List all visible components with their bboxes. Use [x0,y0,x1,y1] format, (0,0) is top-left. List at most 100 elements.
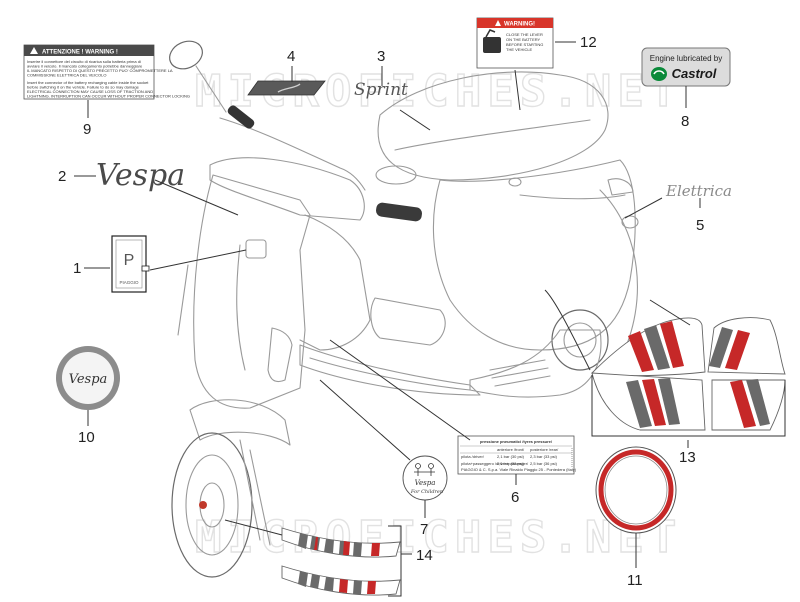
rear-indicator [621,215,639,229]
part-2-vespa-script: Vespa [96,158,185,193]
part-9-warning-icon [30,47,38,54]
callout-numbers: 1 2 3 4 5 6 7 8 9 10 11 12 13 14 [58,34,704,589]
part-9-line-8: ELECTRICAL CONNECTION MAY CAUSE LOSS OF … [27,89,153,94]
watermark-bottom: MICROFICHES.NET [195,512,682,563]
callout-10: 10 [78,429,95,446]
part-6-row2-label: pilota+passeggero /driver+passenger/ [461,461,529,466]
part-9-line-9: LIGHTNING. INTERRUPTION CAN OCCUR WITHOU… [27,94,190,99]
callout-12: 12 [580,34,597,51]
rear-light [607,178,634,196]
part-13-stripe-red-5 [730,380,756,428]
callout-6: 6 [511,489,519,506]
part-13-stripe-red-3 [725,330,750,370]
callout-8: 8 [681,113,689,130]
part-9-warning-label: ATTENZIONE ! WARNING ! Inserire il conne… [23,44,190,100]
part-14-floor-stripes [281,525,402,597]
leader-2 [74,175,239,216]
part-7-line-2: For Children [410,489,443,495]
part-12-battery-icon [483,37,501,53]
part-1-inner-frame [115,239,143,289]
part-9-line-1: Inserire il connettore del circuito di r… [27,59,141,64]
part-7-children-figures-icon [414,469,435,476]
front-indicator [267,327,293,383]
part-1-letter: P [124,252,135,269]
part-8-castrol-logo-icon [651,67,667,81]
part-12-header-band [477,18,553,28]
part-8-top-text: Engine lubricated by [650,54,723,63]
rear-hub-inner [563,322,597,358]
part-9-line-4: COMMISSIONE ELETTRICA DEL VEICOLO [27,73,106,78]
part-12-line-2: ON THE BATTERY [506,37,541,42]
scooter-outline [169,40,639,578]
callout-13: 13 [679,449,696,466]
part-6-tyre-pressure-label: pressione pneumatici /tyres pressure/ an… [457,435,577,475]
part-4-badge-shape [247,80,326,96]
part-12-header: WARNING! [504,22,535,28]
part-13-stripe-grey-2 [709,327,733,368]
part-8-castrol-label: Engine lubricated by Castrol [641,47,731,87]
brake-caliper [199,501,207,509]
handlebar [219,117,366,191]
part-10-inner-disc [62,352,114,404]
part-5-elettrica-script: Elettrica [665,182,732,200]
part-13-stripe-red-2 [660,321,684,368]
callout-14: 14 [416,547,433,564]
part-8-brand: Castrol [672,66,717,81]
callout-7: 7 [420,521,428,538]
shield-edge [177,264,189,336]
part-13-stripe-grey-1 [644,325,670,370]
part-10-round-emblem: Vespa [56,346,120,410]
part-11-inner-edge [604,455,668,525]
part-10-vespa-script: Vespa [69,372,108,387]
leader-13-body [544,289,691,371]
glove-box [370,297,446,346]
part-6-row1-rear: 2,3 bar (33 psi) [530,454,558,459]
callout-1: 1 [73,260,81,277]
floorboard [299,344,481,396]
headset [209,157,365,221]
leader-12 [514,41,576,111]
part-9-line-3: IL MANCATO RISPETTO DI QUESTO PRECETTO P… [27,68,173,73]
part-14-lower-red-bars [339,579,376,594]
callout-9: 9 [83,121,91,138]
part-1-tab [141,265,150,272]
front-shield [193,174,311,409]
callout-5: 5 [696,217,704,234]
part-7-child-head-right [428,463,434,469]
motor-fins [489,359,551,387]
front-rim [185,454,239,556]
leader-5 [624,197,701,219]
part-7-child-head-left [415,463,421,469]
part-6-row1-label: pilota /driver/ [461,454,485,459]
leader-6 [329,339,517,485]
mirror-stem [195,65,227,113]
part-13-side-stripes [591,317,786,437]
part-9-line-2: avviare il veicolo. Il mancato collegame… [27,64,143,69]
part-13-stripe-grey-4 [658,378,680,425]
fork [239,439,271,546]
part-12-line-4: THE VEHICLE [506,47,533,52]
part-13-group-bracket [591,375,786,437]
part-11-ring [595,446,677,534]
part-9-line-6: Insert the connector of the battery rech… [27,80,149,85]
callout-2: 2 [58,168,66,185]
part-1-small-text: PIAGGIO [119,280,139,285]
part-9-line-7: before switching it on the vehicle. Fail… [27,85,140,90]
callout-3: 3 [377,48,385,65]
part-6-frame [457,435,575,475]
part-3-sprint-script: Sprint [354,80,408,100]
part-12-line-3: BEFORE STARTING [506,42,543,47]
leader-14 [224,519,412,555]
part-1-p-badge: P PIAGGIO [111,235,150,293]
part-6-title: pressione pneumatici /tyres pressure/ [480,439,553,444]
p-badge-location [245,239,267,259]
part-13-stripe-red-1 [628,331,654,372]
part-9-header-band [24,45,154,56]
floorboard-rail [309,357,471,391]
part-14-lower-grey-bars [298,571,362,594]
part-6-col-rear: posteriore /rear/ [530,447,559,452]
seat-seam [394,119,591,151]
part-6-row1-front: 2,1 bar (30 psi) [497,454,525,459]
part-9-header: ATTENZIONE ! WARNING ! [42,50,118,56]
